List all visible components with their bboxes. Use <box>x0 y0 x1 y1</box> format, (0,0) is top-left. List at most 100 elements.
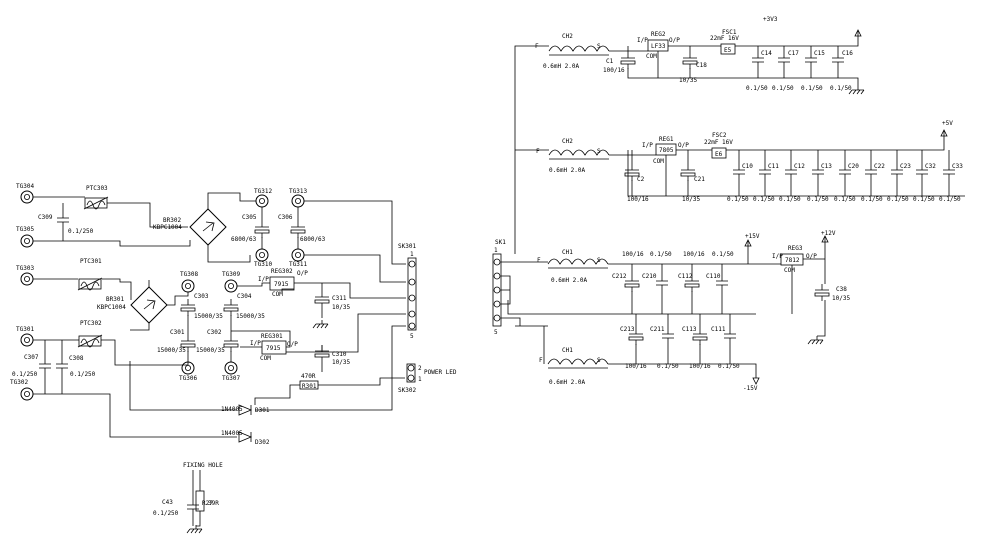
label-c111: C111 <box>711 326 726 333</box>
label-c112-val: 100/16 <box>683 251 705 258</box>
cap-c111 <box>723 327 737 345</box>
label-reg2-in: I/P <box>637 37 648 44</box>
label-tg305: TG305 <box>16 226 34 233</box>
label-tg312: TG312 <box>254 188 272 195</box>
label-c311-val: 10/35 <box>332 304 350 311</box>
ptc301 <box>77 277 103 291</box>
label-c22-val: 0.1/50 <box>861 196 883 203</box>
label-c308: C308 <box>69 355 84 362</box>
label-c309: C309 <box>38 214 53 221</box>
label-r301: R301 <box>302 383 317 390</box>
label-reg1-com: COM <box>653 158 664 165</box>
label-fsc2-pin: E6 <box>715 151 723 158</box>
cap-c21 <box>680 163 696 182</box>
ground-symbol <box>807 335 824 345</box>
label-c309-val: 0.1/250 <box>68 228 94 235</box>
label-br302-part: KBPC1004 <box>153 224 182 231</box>
label-ch2-top-val: 0.6mH 2.0A <box>543 63 580 70</box>
cap-c18 <box>682 51 698 70</box>
label-c43-val: 0.1/250 <box>153 510 179 517</box>
label-c33: C33 <box>952 163 963 170</box>
label-c213-val: 100/16 <box>625 363 647 370</box>
label-c11-val: 0.1/50 <box>753 196 775 203</box>
label-c111-val: 0.1/50 <box>718 363 740 370</box>
label-c308-val: 0.1/250 <box>70 371 96 378</box>
label-d301: D301 <box>255 407 270 414</box>
label-c310-val: 10/35 <box>332 359 350 366</box>
connector-sk301 <box>407 257 417 331</box>
label-c303-val: 15000/35 <box>194 313 223 320</box>
label-rail-minus15v: -15V <box>743 385 758 392</box>
label-tg311: TG311 <box>289 261 307 268</box>
label-c15-val: 0.1/50 <box>801 85 823 92</box>
label-c303: C303 <box>194 293 209 300</box>
label-c211: C211 <box>650 326 665 333</box>
label-reg301-out: O/P <box>287 341 298 348</box>
terminal-tg301 <box>20 333 34 347</box>
right-circuit <box>492 29 965 385</box>
label-c112: C112 <box>678 273 693 280</box>
label-d302-part: 1N4005 <box>221 430 243 437</box>
label-fsc2: FSC2 <box>712 132 727 139</box>
right-labels: CH2 0.6mH 2.0A CH2 0.6mH 2.0A CH1 0.6mH … <box>494 16 963 392</box>
cap-c212 <box>624 274 640 293</box>
label-s-2: S <box>597 148 601 155</box>
label-sk1-pin1: 1 <box>494 247 498 254</box>
label-c310: C310 <box>332 351 347 358</box>
label-br301-part: KBPC1004 <box>97 304 126 311</box>
label-c304: C304 <box>237 293 252 300</box>
label-c113-val: 100/16 <box>689 363 711 370</box>
label-reg3-com: COM <box>784 267 795 274</box>
label-r27-val: 39R <box>208 500 219 507</box>
label-sk301-pin5: 5 <box>410 333 414 340</box>
label-c16-val: 0.1/50 <box>830 85 852 92</box>
label-c21: C21 <box>694 176 705 183</box>
label-rail-5v: +5V <box>942 120 953 127</box>
label-fsc1-val: 22mF 16V <box>710 35 739 42</box>
label-tg302: TG302 <box>10 379 28 386</box>
label-c301: C301 <box>170 329 185 336</box>
label-reg2: REG2 <box>651 31 666 38</box>
reg301 <box>261 340 287 355</box>
label-c12: C12 <box>794 163 805 170</box>
cap-c302 <box>223 334 239 353</box>
fuse-fsc1 <box>720 43 736 55</box>
label-reg301: REG301 <box>261 333 283 340</box>
label-r27: R27 <box>202 500 213 507</box>
label-c38-val: 10/35 <box>832 295 850 302</box>
label-c113: C113 <box>682 326 697 333</box>
label-reg3: REG3 <box>788 245 803 252</box>
label-c20: C20 <box>848 163 859 170</box>
label-reg2-part: LF33 <box>651 43 666 50</box>
label-c304-val: 15000/35 <box>236 313 265 320</box>
label-sk301: SK301 <box>398 243 416 250</box>
terminal-tg308 <box>181 279 195 293</box>
label-c307: C307 <box>24 354 39 361</box>
label-c17-val: 0.1/50 <box>772 85 794 92</box>
label-reg302-in: I/P <box>258 276 269 283</box>
cap-c38 <box>814 283 830 302</box>
label-c14: C14 <box>761 50 772 57</box>
label-c301-val: 15000/35 <box>157 347 186 354</box>
label-ptc302: PTC302 <box>80 320 102 327</box>
label-c302: C302 <box>207 329 222 336</box>
label-f-2: F <box>536 148 540 155</box>
label-ptc303: PTC303 <box>86 185 108 192</box>
label-tg304: TG304 <box>16 183 34 190</box>
label-reg3-in: I/P <box>772 253 783 260</box>
cap-c305 <box>254 220 270 239</box>
label-reg302-part: 7915 <box>274 281 289 288</box>
label-c306: C306 <box>278 214 293 221</box>
bridge-br301 <box>130 286 168 324</box>
label-rail-15v: +15V <box>745 233 760 240</box>
label-c17: C17 <box>788 50 799 57</box>
label-sk1-pin5: 5 <box>494 329 498 336</box>
label-c211-val: 0.1/50 <box>657 363 679 370</box>
label-ch2-mid: CH2 <box>562 138 573 145</box>
label-fsc1-pin: E5 <box>724 47 732 54</box>
label-c305: C305 <box>242 214 257 221</box>
label-reg2-out: O/P <box>669 37 680 44</box>
label-c18-val: 10/35 <box>679 77 697 84</box>
label-br302: BR302 <box>163 217 181 224</box>
label-c110-val: 0.1/50 <box>712 251 734 258</box>
